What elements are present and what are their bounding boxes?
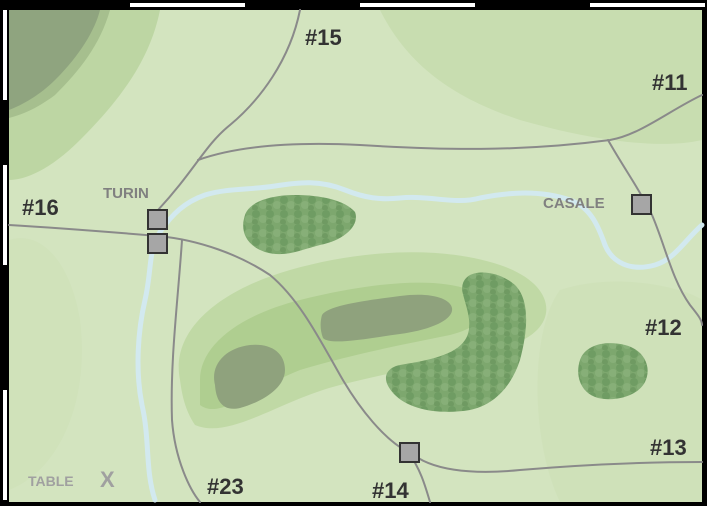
east-high-ground bbox=[320, 294, 453, 342]
road-label-16: #16 bbox=[22, 195, 59, 220]
road-12 bbox=[607, 139, 703, 326]
town-label-turin: TURIN bbox=[103, 185, 149, 202]
northwest-high-ground bbox=[9, 10, 100, 110]
road-label-13: #13 bbox=[650, 435, 687, 460]
crescent-woods bbox=[385, 272, 527, 412]
east-woods bbox=[578, 343, 648, 400]
road-23 bbox=[170, 239, 201, 503]
roads bbox=[8, 9, 703, 503]
west-high-ground bbox=[214, 344, 285, 409]
table-label: TABLE bbox=[28, 473, 74, 489]
road-label-14: #14 bbox=[372, 478, 409, 503]
road-label-15: #15 bbox=[305, 25, 342, 50]
table-letter: X bbox=[100, 467, 115, 492]
west-slope bbox=[9, 238, 82, 490]
turin-marker-north bbox=[147, 209, 168, 230]
road-11 bbox=[197, 94, 703, 161]
town-turin-markers bbox=[147, 209, 168, 254]
town-label-casale: CASALE bbox=[543, 195, 605, 212]
road-label-12: #12 bbox=[645, 315, 682, 340]
crossroads-marker bbox=[399, 442, 420, 463]
town-casale-marker bbox=[631, 194, 652, 215]
river bbox=[135, 180, 705, 503]
road-13 bbox=[409, 451, 703, 473]
road-label-23: #23 bbox=[207, 474, 244, 499]
north-woods bbox=[243, 195, 356, 255]
edge-ticks bbox=[3, 3, 705, 500]
turin-marker-south bbox=[147, 233, 168, 254]
road-label-11: #11 bbox=[652, 70, 688, 95]
northeast-hill bbox=[380, 10, 702, 144]
road-15 bbox=[157, 9, 301, 211]
